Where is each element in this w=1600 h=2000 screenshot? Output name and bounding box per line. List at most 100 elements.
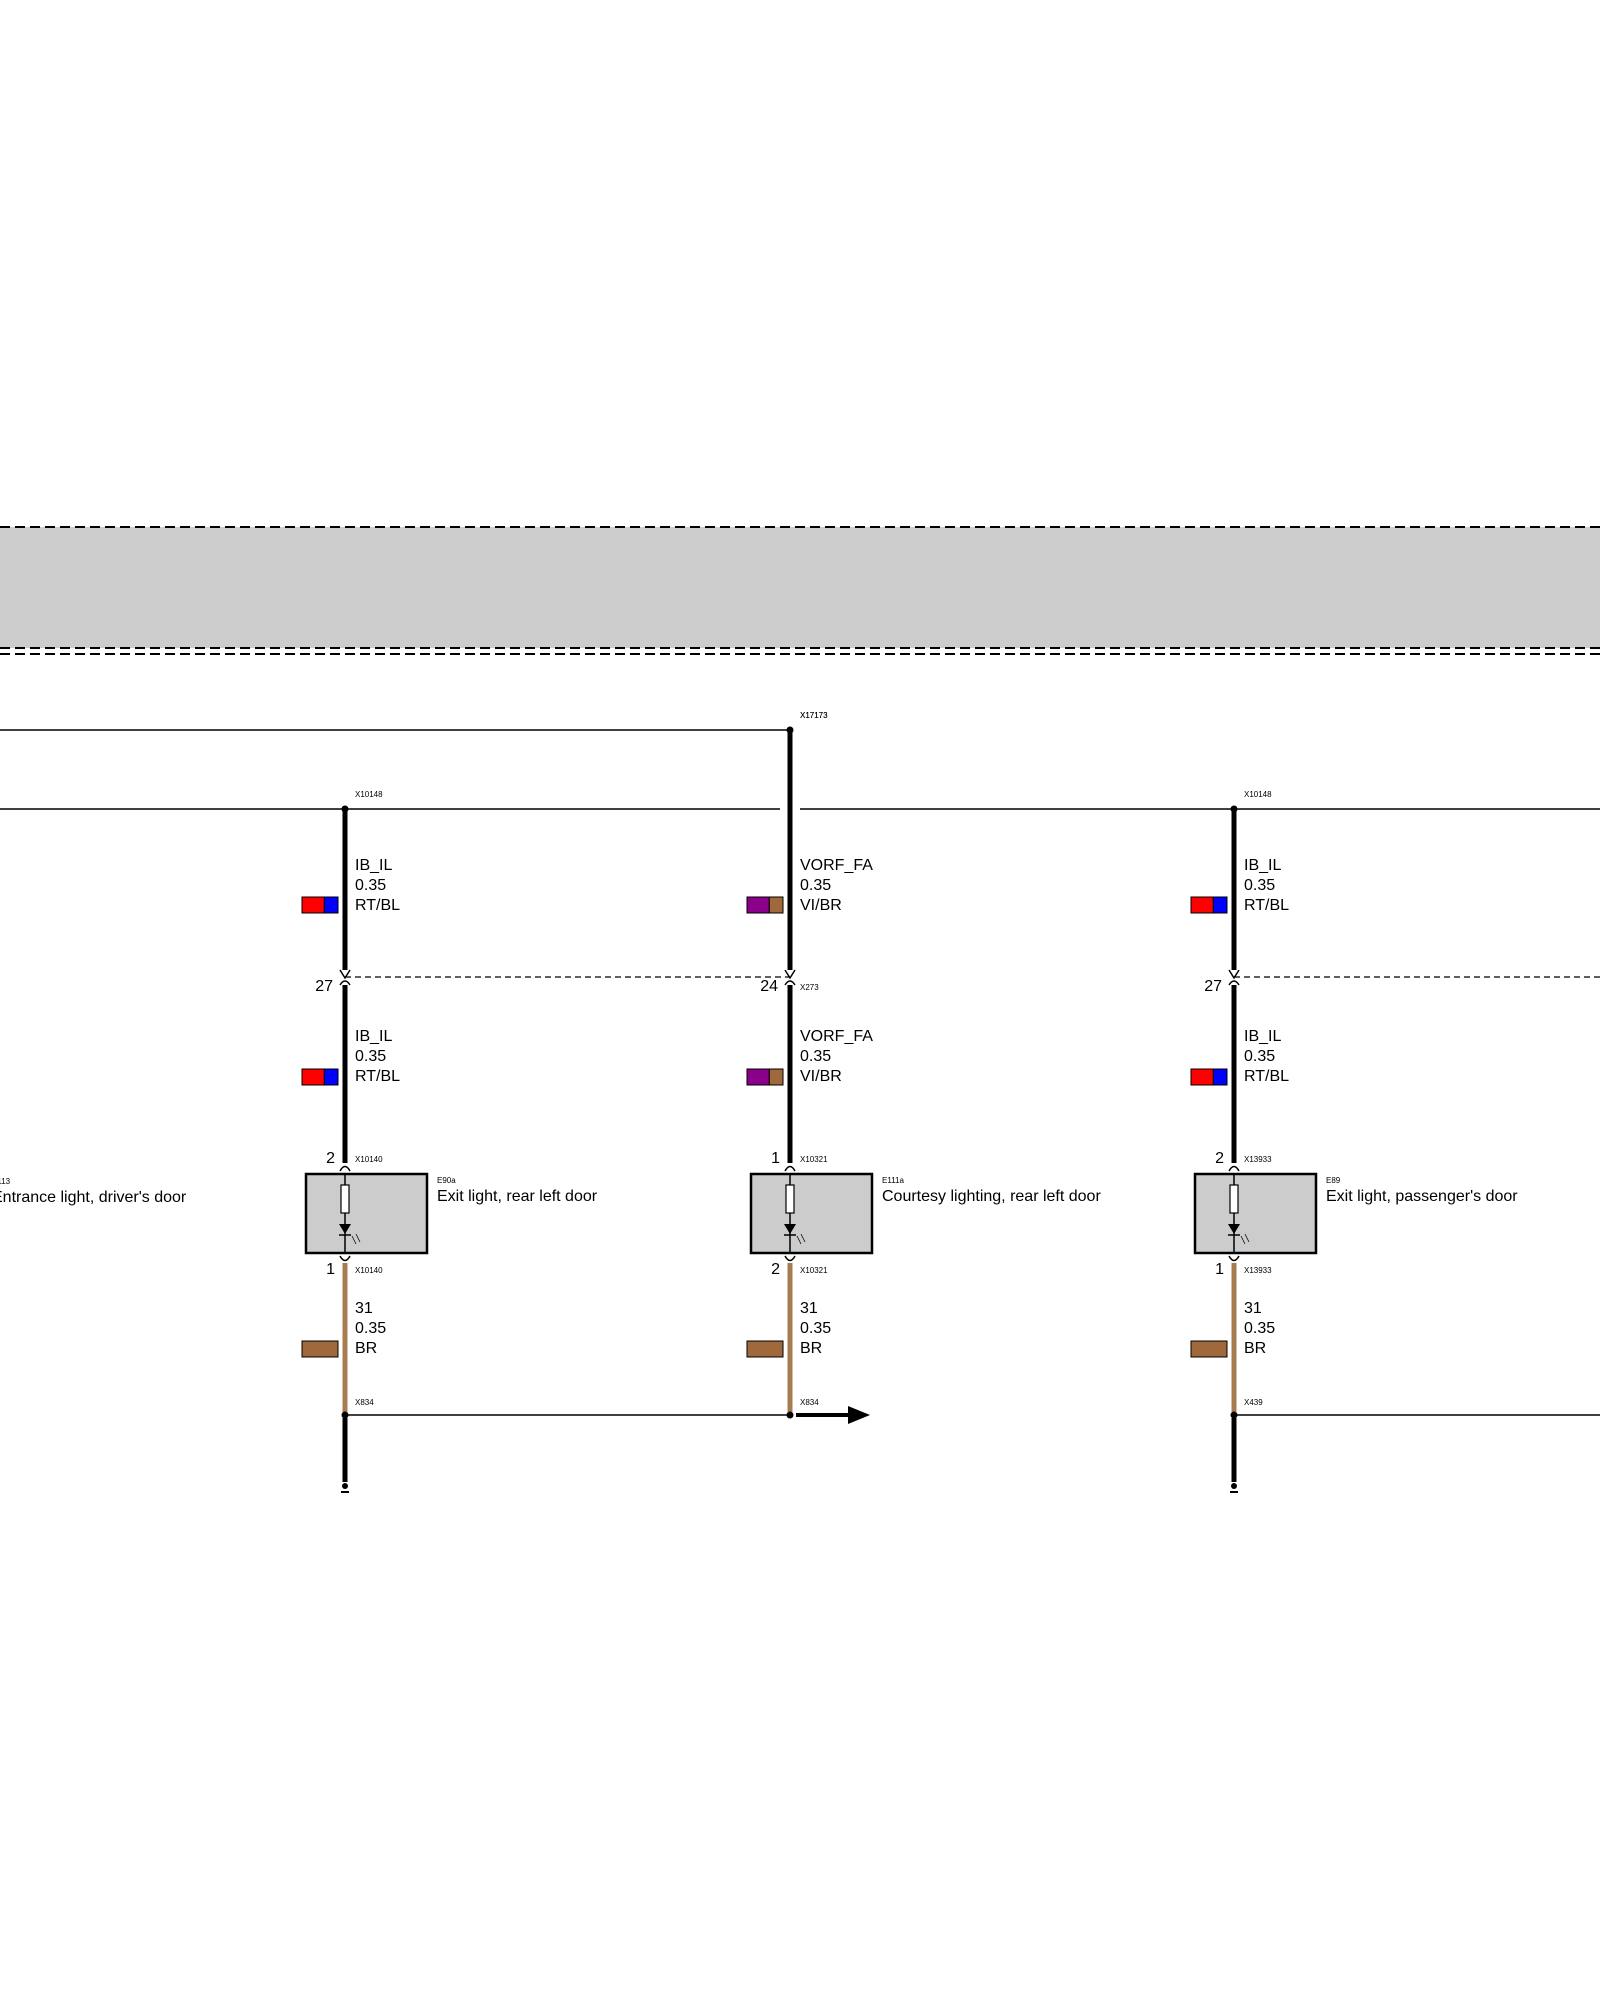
resistor-symbol <box>1229 1184 1239 1214</box>
comp-out-connector-label: X10321 <box>800 1266 828 1275</box>
lower-wire-color-code: VI/BR <box>800 1068 842 1085</box>
upper-wire-swatch-stripe <box>768 896 784 914</box>
ground-arrow-head <box>848 1406 870 1424</box>
component-code: E89 <box>1326 1176 1341 1185</box>
upper-wire-size: 0.35 <box>355 877 386 894</box>
ground-wire-color-code: BR <box>1244 1340 1266 1357</box>
split-pin-number: 27 <box>1204 978 1222 995</box>
ground-continuation-dot <box>1231 1483 1237 1489</box>
component-code: E90a <box>437 1176 456 1185</box>
comp-in-pin-number: 2 <box>1215 1150 1224 1167</box>
lower-wire-swatch-primary <box>1190 1068 1214 1086</box>
split-pin-socket <box>1228 980 1240 986</box>
lower-wire-size: 0.35 <box>1244 1048 1275 1065</box>
comp-in-connector-label: X10140 <box>355 1155 383 1164</box>
bottom-junction-dot <box>1230 1411 1238 1419</box>
lower-wire-size: 0.35 <box>355 1048 386 1065</box>
lower-wire-signal: VORF_FA <box>800 1028 873 1045</box>
split-connector-label: X273 <box>800 983 819 992</box>
lower-wire-swatch-primary <box>301 1068 325 1086</box>
led-emission-ray-1 <box>1240 1235 1246 1245</box>
led-emission-ray-2 <box>800 1233 806 1243</box>
ground-wire-swatch-primary <box>1190 1340 1228 1358</box>
resistor-symbol <box>340 1184 350 1214</box>
led-emission-ray-2 <box>355 1233 361 1243</box>
lower-wire-color-code: RT/BL <box>1244 1068 1289 1085</box>
split-pin-arrow <box>339 969 351 980</box>
comp-out-connector-label: X13933 <box>1244 1266 1272 1275</box>
comp-in-connector-label: X10321 <box>800 1155 828 1164</box>
lower-wire-swatch-stripe <box>323 1068 339 1086</box>
upper-wire-signal: IB_IL <box>1244 857 1281 874</box>
component-box <box>1193 1172 1318 1255</box>
top-connector-label: X10148 <box>355 790 383 799</box>
ground-wire-swatch-primary <box>746 1340 784 1358</box>
ground-wire-size: 0.35 <box>800 1320 831 1337</box>
bottom-connector-label: X834 <box>355 1398 374 1407</box>
upper-wire-swatch-primary <box>1190 896 1214 914</box>
upper-wire-swatch-primary <box>746 896 770 914</box>
lower-wire-color-code: RT/BL <box>355 1068 400 1085</box>
upper-wire-signal: IB_IL <box>355 857 392 874</box>
comp-out-pin-number: 2 <box>771 1261 780 1278</box>
split-pin-arrow <box>784 969 796 980</box>
top-connector-label: X17173 <box>800 711 828 720</box>
ground-wire-size: 0.35 <box>355 1320 386 1337</box>
comp-in-pin-number: 1 <box>771 1150 780 1167</box>
component-box <box>749 1172 874 1255</box>
split-pin-socket <box>784 980 796 986</box>
led-diode-triangle <box>784 1224 796 1234</box>
bottom-connector-label: X439 <box>1244 1398 1263 1407</box>
comp-in-pin-socket <box>339 1165 351 1172</box>
comp-out-pin-number: 1 <box>1215 1261 1224 1278</box>
upper-wire-size: 0.35 <box>800 877 831 894</box>
split-pin-number: 24 <box>760 978 778 995</box>
ground-wire-swatch-primary <box>301 1340 339 1358</box>
comp-in-pin-socket <box>1228 1165 1240 1172</box>
left-partial-code: E113 <box>0 1177 11 1186</box>
left-partial-label: Entrance light, driver's door <box>0 1189 187 1206</box>
led-diode-triangle <box>1228 1224 1240 1234</box>
lower-wire-swatch-stripe <box>1212 1068 1228 1086</box>
split-pin-number: 27 <box>315 978 333 995</box>
top-connector-label: X10148 <box>1244 790 1272 799</box>
component-code: E111a <box>882 1176 904 1185</box>
ground-wire-color-code: BR <box>355 1340 377 1357</box>
component-label: Courtesy lighting, rear left door <box>882 1188 1101 1205</box>
bottom-junction-dot <box>341 1411 349 1419</box>
comp-in-pin-number: 2 <box>326 1150 335 1167</box>
upper-wire-color-code: RT/BL <box>1244 897 1289 914</box>
top-band <box>0 527 1600 648</box>
upper-wire-color-code: RT/BL <box>355 897 400 914</box>
component-label: Exit light, passenger's door <box>1326 1188 1518 1205</box>
led-emission-ray-1 <box>796 1235 802 1245</box>
upper-wire-size: 0.35 <box>1244 877 1275 894</box>
upper-wire-swatch-primary <box>301 896 325 914</box>
lower-wire-signal: IB_IL <box>1244 1028 1281 1045</box>
ground-wire-signal: 31 <box>355 1300 373 1317</box>
comp-out-pin-number: 1 <box>326 1261 335 1278</box>
ground-continuation-dot <box>342 1483 348 1489</box>
upper-wire-color-code: VI/BR <box>800 897 842 914</box>
comp-out-connector-label: X10140 <box>355 1266 383 1275</box>
comp-in-connector-label: X13933 <box>1244 1155 1272 1164</box>
bus-connector-x17173: X17173 <box>800 711 828 720</box>
upper-wire-swatch-stripe <box>1212 896 1228 914</box>
component-label: Exit light, rear left door <box>437 1188 598 1205</box>
led-emission-ray-1 <box>351 1235 357 1245</box>
lower-wire-size: 0.35 <box>800 1048 831 1065</box>
ground-wire-signal: 31 <box>1244 1300 1262 1317</box>
upper-wire-signal: VORF_FA <box>800 857 873 874</box>
bottom-junction-dot <box>786 1411 794 1419</box>
led-diode-triangle <box>339 1224 351 1234</box>
ground-wire-signal: 31 <box>800 1300 818 1317</box>
comp-in-pin-socket <box>784 1165 796 1172</box>
comp-out-pin-socket <box>1228 1255 1240 1262</box>
split-pin-socket <box>339 980 351 986</box>
comp-out-pin-socket <box>339 1255 351 1262</box>
bottom-connector-label: X834 <box>800 1398 819 1407</box>
